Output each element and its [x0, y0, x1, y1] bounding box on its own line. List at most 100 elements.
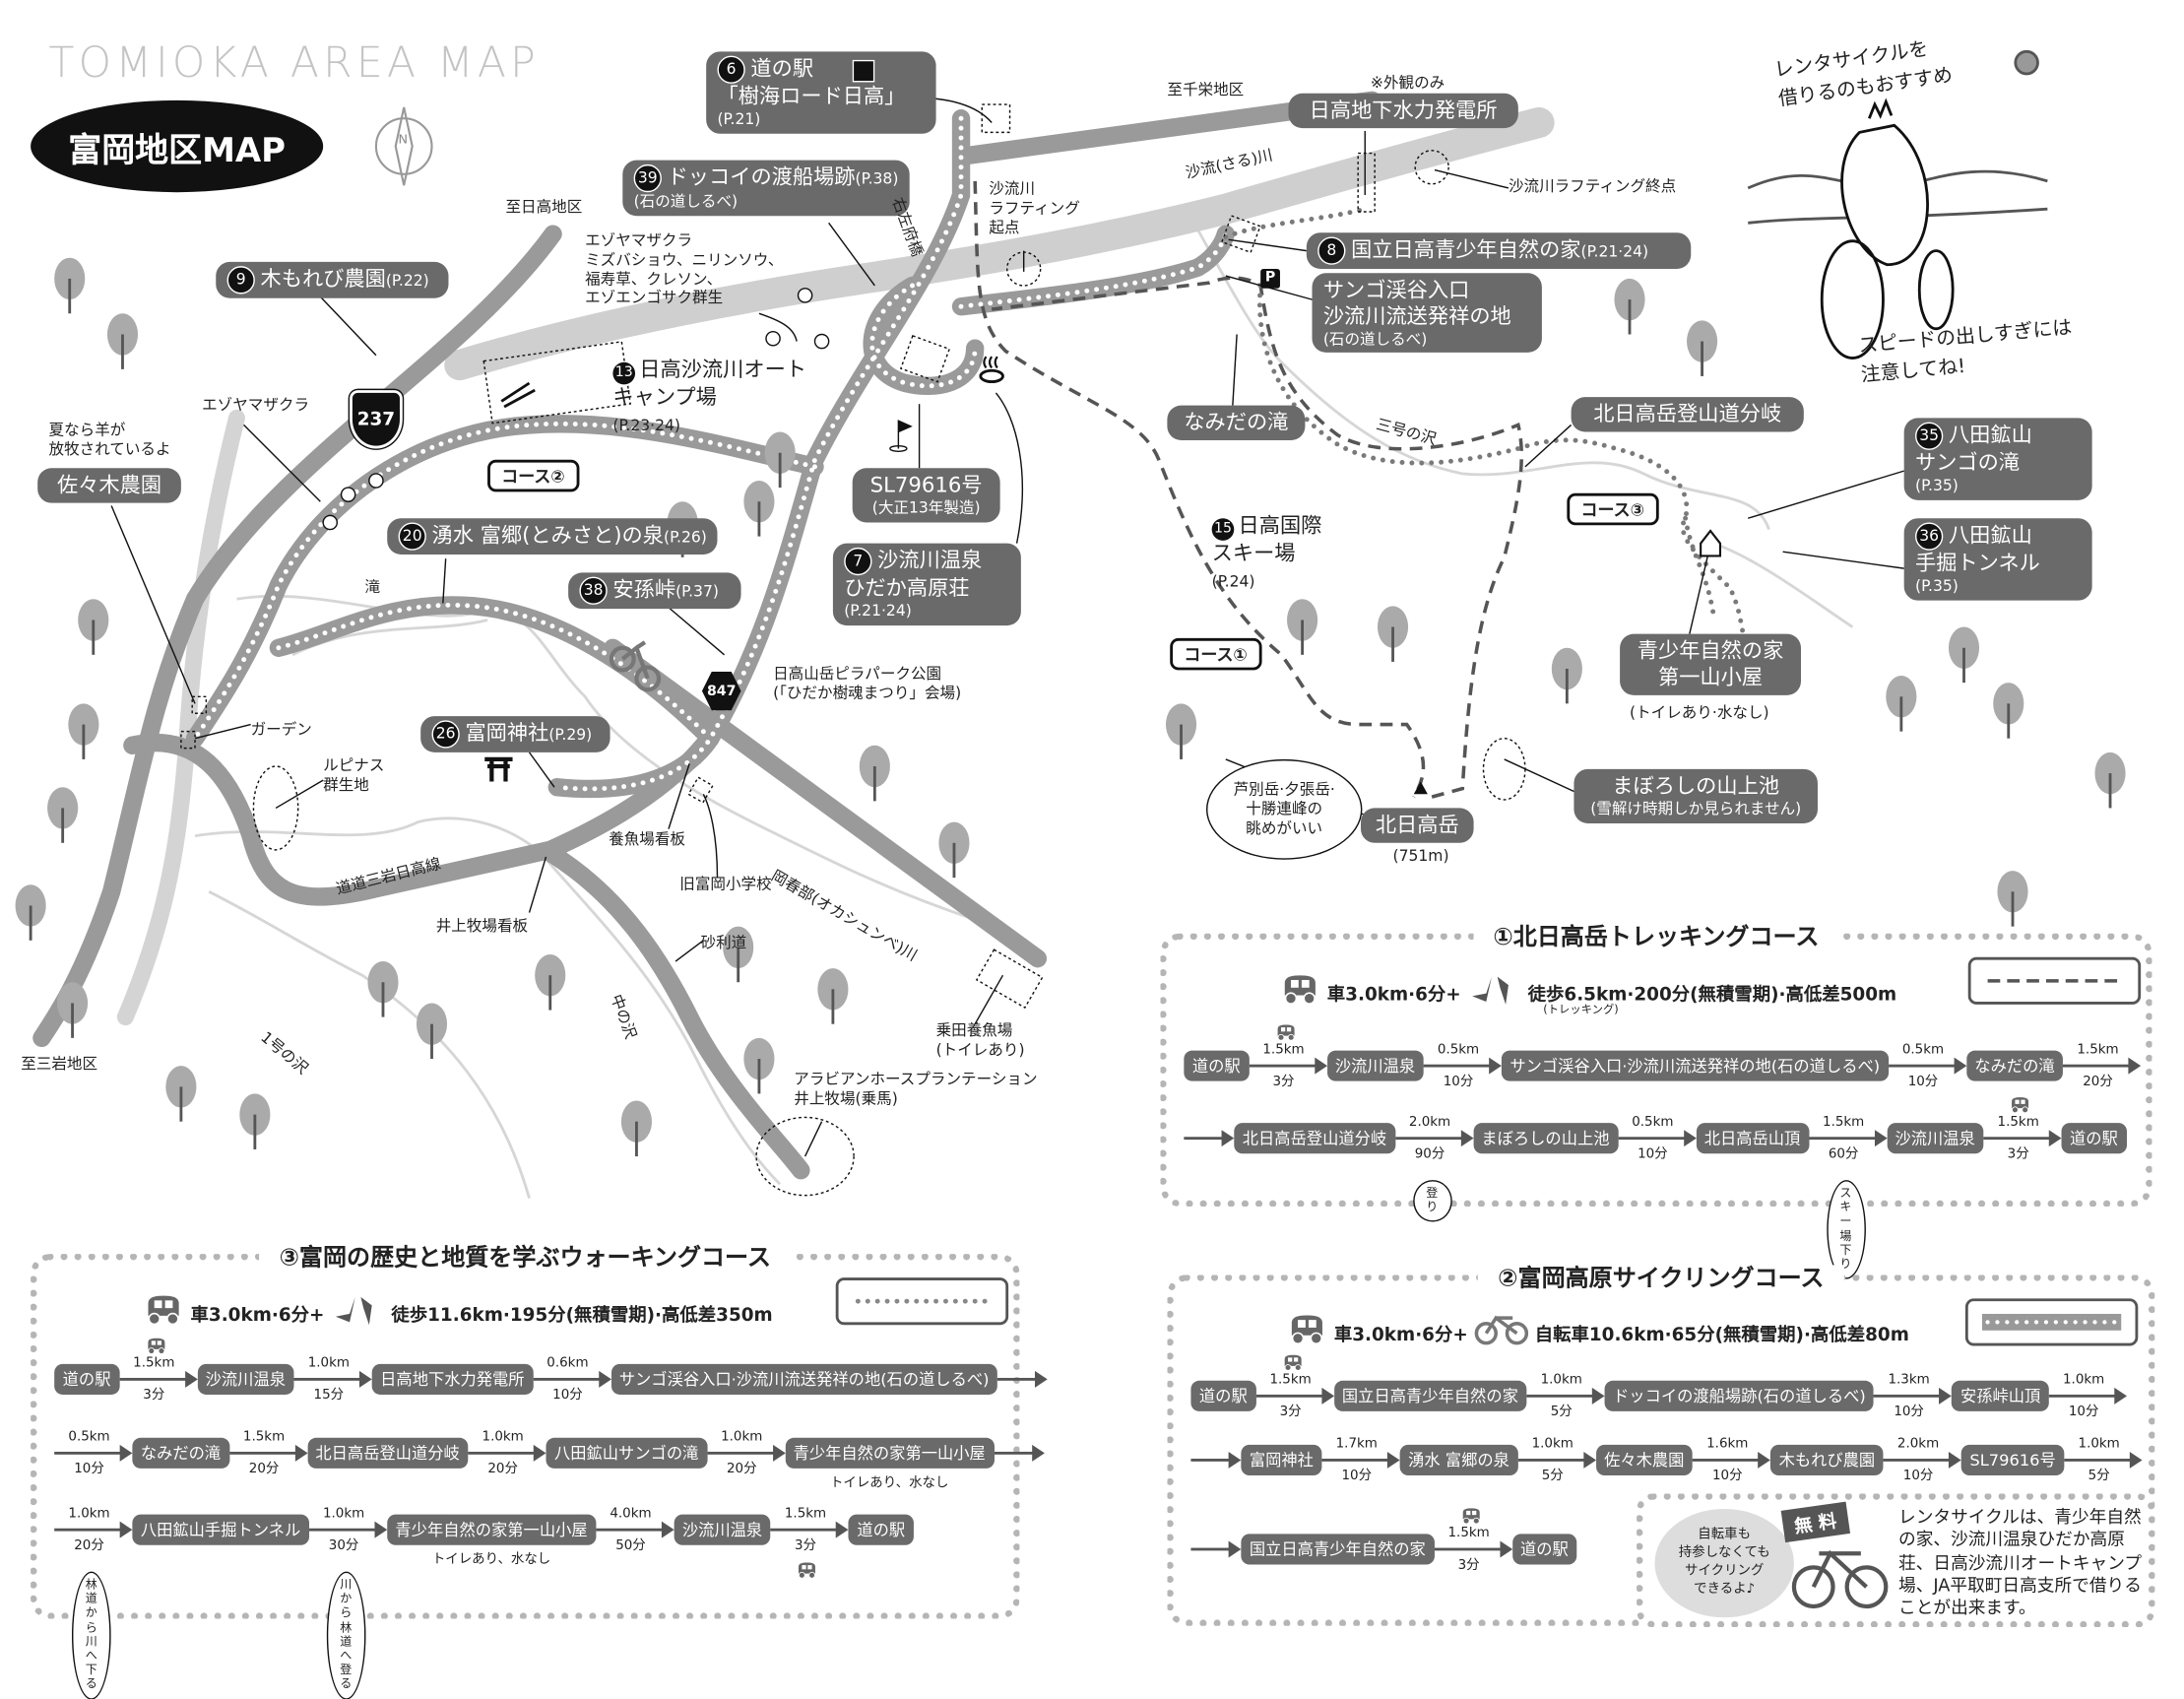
course-stop: なみだの滝 [1965, 1050, 2064, 1081]
arrow-head [1460, 1130, 1473, 1147]
leg-time: 10分 [1341, 1468, 1373, 1484]
course-tag[interactable]: コース② [487, 459, 579, 492]
map-callout[interactable]: 佐々木農園 [37, 468, 181, 503]
arrow-head [1221, 1130, 1235, 1147]
label-text: 養魚場看板 [609, 830, 685, 849]
tree-icon [106, 313, 139, 369]
tree-icon [47, 787, 79, 843]
course-stop: 道の駅 [2061, 1123, 2127, 1154]
course-stop-label: 青少年自然の家第一山小屋 [395, 1520, 588, 1540]
course-summary: 車3.0km·6分+自転車10.6km·65分(無積雪期)·高低差80m [1286, 1312, 1909, 1351]
course-stop-label: 国立日高青少年自然の家 [1249, 1539, 1426, 1559]
arrow-head [1035, 1370, 1048, 1388]
course-stop: 佐々木農園 [1595, 1444, 1693, 1475]
map-callout[interactable]: SL79616号(大正13年製造) [852, 468, 1000, 522]
callout-title-line: 日高地下水力発電所 [1309, 98, 1498, 123]
course-stop: まぼろしの山上池 [1472, 1123, 1618, 1154]
arrow-head [1874, 1130, 1887, 1147]
callout-number-badge: 36 [1914, 522, 1944, 551]
michi-no-eki-icon [852, 59, 875, 83]
leg-time: 3分 [1279, 1404, 1302, 1420]
callout-title-line: 第一山小屋 [1657, 664, 1764, 689]
arrow-line [706, 1451, 777, 1455]
course-tag[interactable]: コース③ [1567, 492, 1659, 526]
map-callout[interactable]: 日高地下水力発電所 [1288, 93, 1518, 128]
callout-page-ref: (P.37) [675, 582, 719, 601]
leg-time: 10分 [1711, 1468, 1743, 1484]
leg-note-bubble: 林道から 川へ下る [71, 1571, 111, 1699]
callout-title-line: SL79616号 [869, 472, 983, 497]
course-stop-label: 日高地下水力発電所 [380, 1369, 525, 1390]
map-callout[interactable]: サンゴ渓谷入口沙流川流送発祥の地(石の道しるべ) [1312, 273, 1542, 354]
map-callout[interactable]: なみだの滝 [1167, 405, 1306, 440]
arrow-line [1692, 1459, 1763, 1462]
map-callout[interactable]: 北日高岳 [1361, 808, 1474, 843]
map-label: エゾヤマザクラ ミズバショウ、ニリンソウ、 福寿草、クレソン、 エゾエンゴサク群… [585, 231, 783, 308]
label-text: 夏なら羊が 放牧されているよ [48, 421, 171, 459]
tree-icon [764, 431, 796, 489]
course-stop-label: 佐々木農園 [1604, 1450, 1685, 1470]
car-leg-text: 車3.0km·6分+ [190, 1304, 325, 1326]
arrow-line [1808, 1137, 1879, 1141]
leg-distance: 1.0km [721, 1429, 763, 1445]
course-stop: 沙流川温泉 [197, 1363, 294, 1395]
map-callout[interactable]: 青少年自然の家第一山小屋 [1620, 633, 1802, 695]
label-text: 至日高地区 [505, 197, 583, 217]
arrow-head [374, 1521, 387, 1538]
course-stop-label: 道の駅 [1191, 1056, 1241, 1077]
course-stop: SL79616号 [1960, 1444, 2065, 1475]
map-label: 砂利道 [701, 934, 747, 952]
leg-distance: 1.0km [307, 1355, 350, 1371]
leg-distance: 1.6km [1706, 1436, 1749, 1452]
tree-icon [78, 599, 109, 655]
cycling-course-line [276, 602, 713, 742]
callout-title-line: 安孫峠 [612, 576, 676, 603]
map-callout[interactable]: まぼろしの山上池(雪解け時期しか見られません) [1574, 768, 1818, 823]
map-label: ガーデン [251, 720, 312, 739]
course-stop: サンゴ渓谷入口·沙流川流送発祥の地(石の道しるべ) [610, 1363, 998, 1395]
arrow-head [1228, 1451, 1242, 1469]
leg-distance: 0.5km [1632, 1114, 1674, 1131]
callout-title-line: ドッコイの渡船場跡 [667, 163, 856, 190]
arrow-head [1499, 1540, 1512, 1558]
course-tag[interactable]: コース① [1170, 637, 1261, 671]
callout-number-badge: 6 [717, 55, 745, 84]
course-stop-label: 沙流川温泉 [1895, 1128, 1975, 1148]
arrow-head [2129, 1451, 2143, 1469]
callout-page-ref: (P.21·24) [1580, 242, 1649, 261]
arrow-head [1758, 1451, 1771, 1469]
course-box: ①北日高岳トレッキングコース車3.0km·6分+徒歩6.5km·200分(無積雪… [1160, 923, 2152, 1279]
callout-page-ref: (P.38) [855, 169, 899, 188]
tree-icon [1377, 606, 1409, 662]
mode-leg-text: 徒歩6.5km·200分(無積雪期)·高低差500m [1527, 984, 1897, 1006]
map-callout[interactable]: 北日高岳登山道分岐 [1571, 397, 1804, 432]
label-page-ref: (P.24) [1211, 572, 1255, 591]
arrow-line [293, 1377, 364, 1381]
arrow-head [836, 1521, 849, 1538]
leg-time: 90分 [1414, 1146, 1445, 1162]
tree-icon [416, 1003, 448, 1060]
map-label: (トイレあり·水なし) [1630, 703, 1769, 722]
leg-time: 15分 [313, 1387, 345, 1404]
golf-flag-icon [889, 420, 913, 453]
course-stop-label: 道の駅 [1198, 1386, 1248, 1406]
